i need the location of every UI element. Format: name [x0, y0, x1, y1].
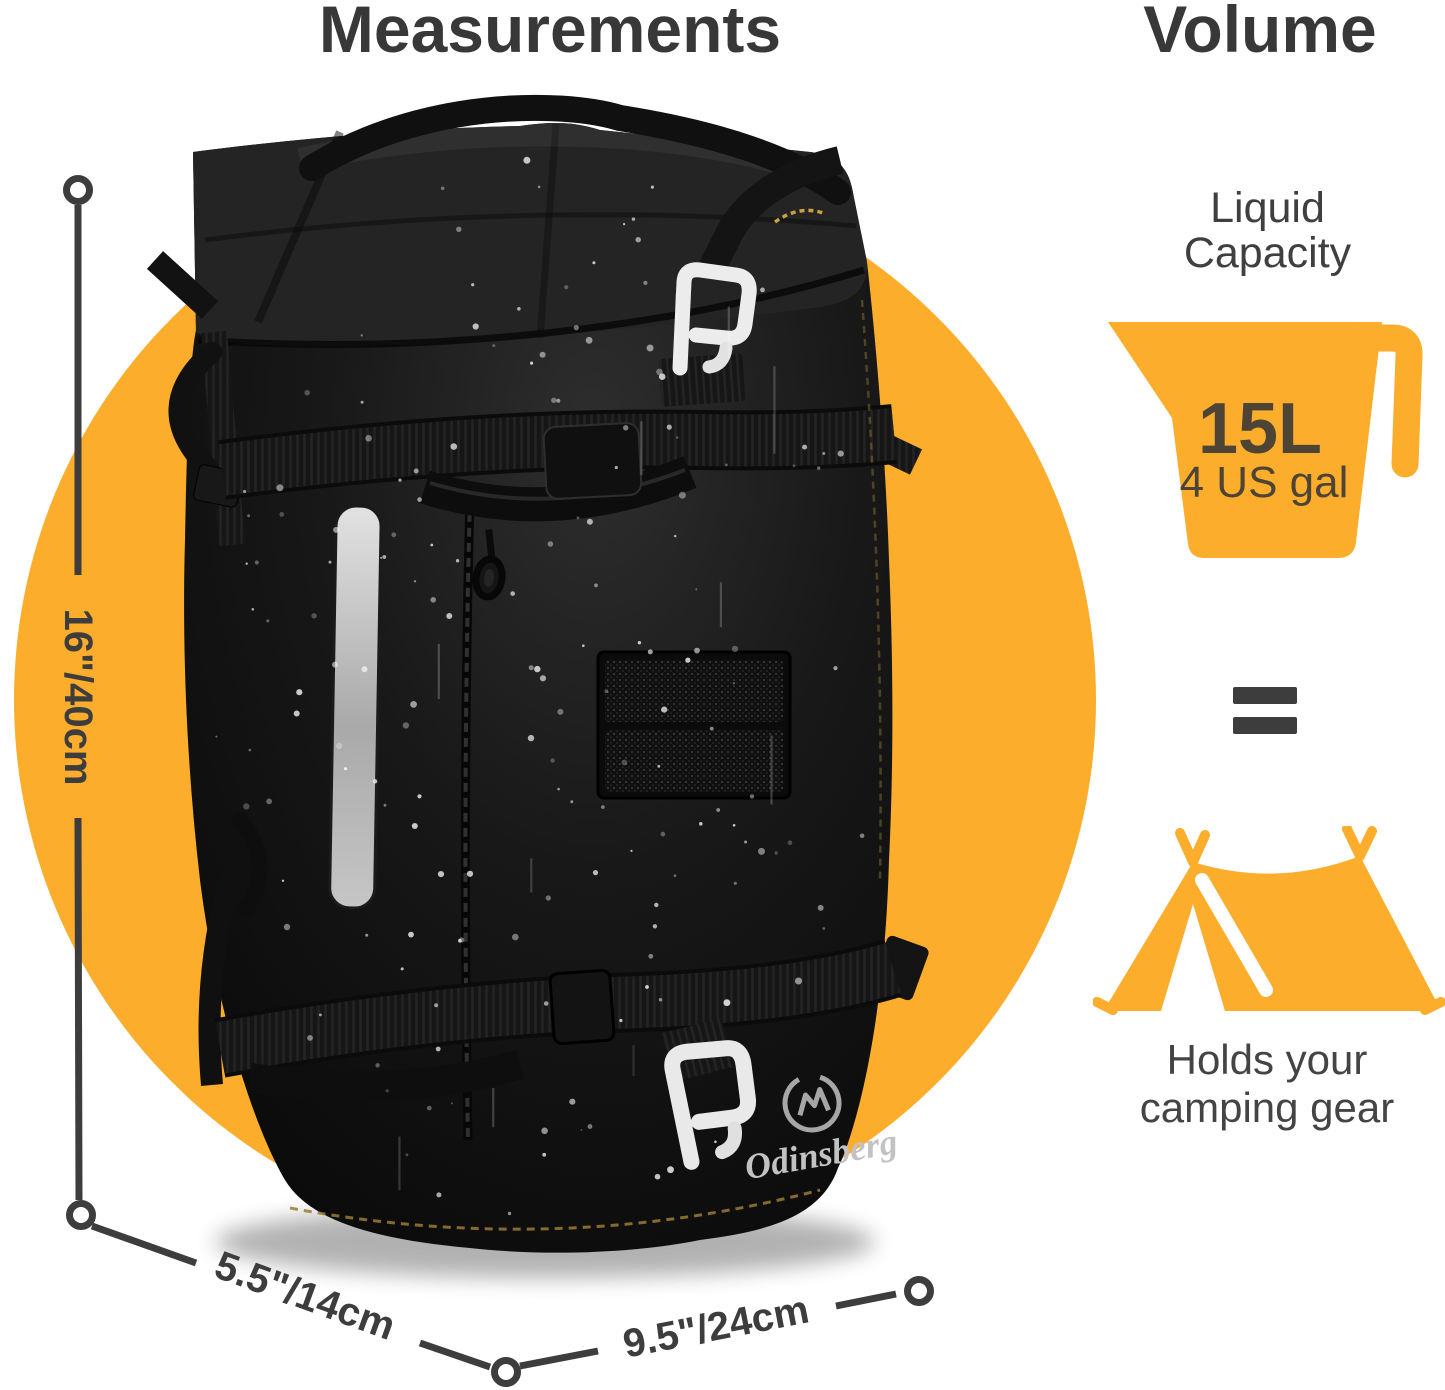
stitching	[289, 208, 882, 1231]
upper-strap	[218, 353, 897, 522]
dry-bag: Odinsberg	[146, 94, 929, 1253]
measuring-jug-icon: 15L 4 US gal	[1108, 322, 1423, 558]
measurements-title: Measurements	[318, 0, 782, 66]
liquid-capacity-heading: Liquid Capacity	[1100, 186, 1435, 276]
liquid-capacity-line1: Liquid	[1210, 184, 1325, 232]
capacity-gallons: 4 US gal	[1180, 458, 1349, 507]
jug-handle	[1348, 324, 1423, 478]
camping-caption-line2: camping gear	[1139, 1084, 1395, 1131]
bag-measurement-illustration: Odinsberg 16"/40cm 5.5"/14cm 9.5"/24cm	[14, 94, 1096, 1387]
equals-icon	[1233, 687, 1297, 734]
tent-icon	[1093, 826, 1445, 1015]
tent-door	[1161, 904, 1225, 1011]
side-straps	[146, 251, 929, 1086]
dimension-lines	[63, 175, 934, 1387]
liquid-capacity-line2: Capacity	[1183, 229, 1352, 277]
roll-top	[193, 123, 868, 347]
lower-strap	[214, 939, 902, 1102]
jug-body	[1108, 322, 1382, 558]
strap-keeper	[548, 969, 616, 1045]
brand-emblem-icon	[782, 1073, 842, 1133]
carry-handle	[299, 94, 851, 205]
width-dimension-label: 9.5"/24cm	[620, 1287, 813, 1366]
reflective-strip	[328, 504, 383, 910]
tent-pole-stripe	[1195, 873, 1273, 997]
g-hook-top-icon	[672, 262, 757, 376]
height-dimension-label: 16"/40cm	[56, 609, 100, 786]
g-hook-bottom-icon	[661, 1018, 757, 1170]
zipper	[460, 497, 506, 1141]
camping-caption-line1: Holds your	[1166, 1036, 1368, 1083]
velcro-patch	[596, 650, 792, 800]
strap-buckle	[542, 422, 643, 500]
camping-caption: Holds your camping gear	[1085, 1036, 1445, 1132]
volume-title: Volume	[1143, 0, 1377, 66]
zipper-pull-icon	[472, 529, 506, 601]
capacity-liters: 15L	[1198, 389, 1322, 469]
water-droplets	[215, 156, 865, 1216]
